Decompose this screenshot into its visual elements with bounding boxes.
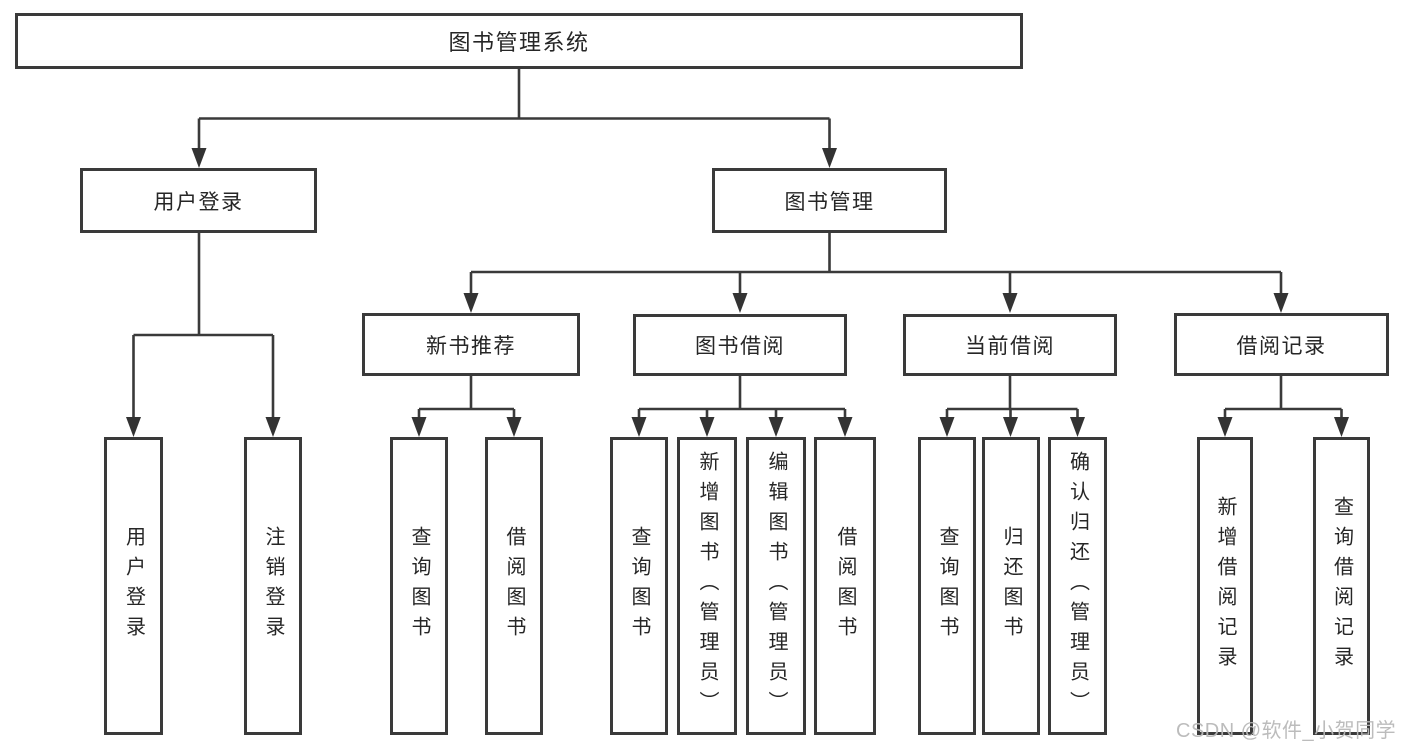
connector-new-book-split [417,376,516,421]
leaf-records-add-borrow-record: 新增借阅记录 [1197,437,1253,735]
leaf-records-search-borrow-record: 查询借阅记录 [1313,437,1370,735]
connector-book-management-split [469,233,1283,297]
leaf-current-search-books: 查询图书 [918,437,976,735]
leaf-newrec-search-books: 查询图书 [390,437,448,735]
node-book-management: 图书管理 [712,168,947,233]
connector-root-split [197,69,831,152]
node-new-book-recommendation: 新书推荐 [362,313,580,376]
leaf-borrowing-borrow-books: 借阅图书 [814,437,876,735]
leaf-newrec-borrow-books: 借阅图书 [485,437,543,735]
leaf-current-confirm-return-admin: 确认归还（管理员） [1048,437,1107,735]
node-user-login: 用户登录 [80,168,317,233]
leaf-logout: 注销登录 [244,437,302,735]
leaf-borrowing-add-books-admin: 新增图书（管理员） [677,437,737,735]
leaf-borrowing-search-books: 查询图书 [610,437,668,735]
connector-borrowing-records-split [1223,376,1343,421]
watermark: CSDN @软件_小贺同学 [1176,720,1397,742]
leaf-current-return-books: 归还图书 [982,437,1040,735]
connector-user-login-split [132,233,275,421]
node-library-management-system: 图书管理系统 [15,13,1023,69]
node-borrowing-records: 借阅记录 [1174,313,1389,376]
connector-current-borrowing-split [945,376,1079,421]
node-book-borrowing: 图书借阅 [633,314,847,376]
node-current-borrowing: 当前借阅 [903,314,1117,376]
leaf-borrowing-edit-books-admin: 编辑图书（管理员） [746,437,806,735]
connector-book-borrowing-split [637,376,847,421]
arrowheads [126,148,1349,437]
leaf-user-login: 用户登录 [104,437,163,735]
